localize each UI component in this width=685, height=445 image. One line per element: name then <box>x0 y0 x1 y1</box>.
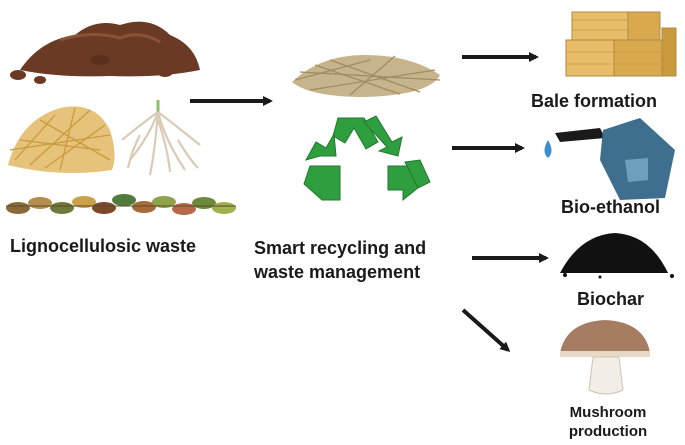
straw-nest-icon <box>292 55 441 97</box>
process-label-line1: Smart recycling and <box>254 238 427 258</box>
output-label-bale: Bale formation <box>531 91 658 111</box>
hay-bales-icon <box>565 11 677 77</box>
straw-pile-icon <box>8 106 115 174</box>
output-label-bioethanol: Bio-ethanol <box>561 197 660 217</box>
source-label: Lignocellulosic waste <box>10 236 197 256</box>
process-label-line2: waste management <box>254 262 421 282</box>
process-label: Smart recycling and waste management <box>254 236 426 284</box>
roots-icon <box>121 100 201 176</box>
arrow-to-mushroom <box>461 308 511 352</box>
output-label-mushroom-line2: production <box>568 423 648 440</box>
output-label-biochar: Biochar <box>577 289 645 309</box>
output-label-mushroom: Mushroom production <box>560 403 656 441</box>
soil-pile-icon <box>10 21 200 84</box>
mushroom-icon <box>560 320 650 395</box>
fuel-can-icon <box>544 118 675 200</box>
recycling-icon <box>303 115 431 202</box>
leaves-icon <box>6 194 236 215</box>
biochar-pile-icon <box>560 233 674 279</box>
output-label-mushroom-line1: Mushroom <box>569 404 647 421</box>
